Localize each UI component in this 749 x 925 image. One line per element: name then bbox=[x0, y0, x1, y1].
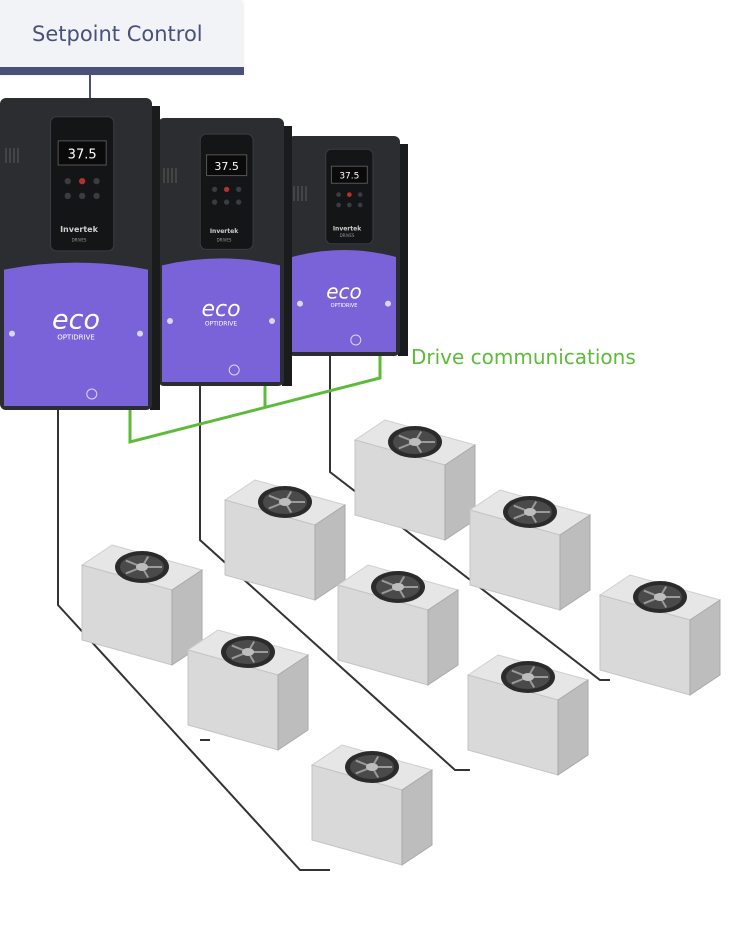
drive-communications-label: Drive communications bbox=[411, 345, 636, 369]
keypad-button bbox=[211, 186, 218, 193]
drive-display-value: 37.5 bbox=[214, 160, 239, 173]
keypad-logo-sub: DRIVES bbox=[72, 237, 87, 242]
keypad-logo: Invertek bbox=[333, 226, 362, 233]
setpoint-control-box bbox=[0, 0, 242, 72]
keypad-button bbox=[224, 186, 230, 193]
power-line-drive-3 bbox=[329, 355, 610, 681]
keypad-button bbox=[347, 202, 352, 208]
fan-unit-icon bbox=[310, 744, 434, 866]
setpoint-bar bbox=[0, 67, 244, 75]
fan-unit-icon bbox=[336, 564, 460, 686]
keypad-button bbox=[93, 177, 100, 185]
keypad-logo-sub: DRIVES bbox=[217, 237, 232, 242]
eco-logo: eco bbox=[201, 297, 240, 322]
screw-icon bbox=[269, 318, 275, 325]
setpoint-control-label: Setpoint Control bbox=[32, 22, 203, 46]
drive-display bbox=[330, 165, 368, 184]
optidrive-label: OPTIDRIVE bbox=[57, 334, 95, 342]
drive-panel bbox=[292, 250, 396, 352]
keypad-button bbox=[336, 202, 341, 208]
optidrive-label: OPTIDRIVE bbox=[205, 320, 237, 327]
fan-unit-icon bbox=[186, 629, 310, 751]
keypad-button bbox=[347, 192, 352, 197]
fan-unit-icon bbox=[466, 654, 590, 776]
keypad-button bbox=[79, 192, 86, 200]
screw-icon bbox=[137, 330, 143, 337]
screw-icon bbox=[385, 300, 391, 307]
keypad-logo: Invertek bbox=[210, 228, 239, 235]
keypad-button bbox=[224, 199, 230, 205]
keypad-logo: Invertek bbox=[60, 225, 99, 234]
drive-panel bbox=[162, 258, 280, 382]
drive-display-value: 37.5 bbox=[68, 147, 97, 162]
screw-icon bbox=[9, 330, 15, 337]
fan-unit-icon bbox=[468, 489, 592, 611]
drive-display bbox=[57, 140, 107, 166]
seal-icon bbox=[228, 364, 240, 376]
eco-logo: eco bbox=[52, 305, 100, 336]
keypad-button bbox=[64, 177, 71, 185]
comm-line bbox=[128, 355, 382, 444]
keypad-button bbox=[357, 202, 363, 208]
seal-icon bbox=[86, 388, 98, 400]
keypad-button bbox=[211, 199, 218, 205]
seal-icon bbox=[350, 334, 362, 346]
fan-unit-icon bbox=[80, 544, 204, 666]
screw-icon bbox=[167, 318, 173, 325]
power-line-drive-1 bbox=[57, 408, 330, 871]
keypad-logo-sub: DRIVES bbox=[340, 233, 355, 238]
fan-unit-icon bbox=[353, 419, 477, 541]
fan-unit-icon bbox=[223, 479, 347, 601]
keypad-button bbox=[64, 192, 71, 200]
optidrive-label: OPTIDRIVE bbox=[331, 303, 358, 309]
eco-logo: eco bbox=[326, 280, 362, 304]
power-line-drive-2 bbox=[199, 385, 470, 771]
keypad-button bbox=[336, 192, 341, 197]
drive-display bbox=[206, 154, 248, 177]
keypad-button bbox=[357, 192, 363, 197]
screw-icon bbox=[297, 300, 303, 307]
drive-display-value: 37.5 bbox=[339, 171, 359, 181]
keypad-button bbox=[93, 192, 100, 200]
fan-unit-icon bbox=[598, 574, 722, 696]
keypad-button bbox=[236, 186, 242, 193]
drive-panel bbox=[4, 262, 148, 406]
keypad-button bbox=[236, 199, 242, 205]
keypad-button bbox=[79, 177, 86, 185]
